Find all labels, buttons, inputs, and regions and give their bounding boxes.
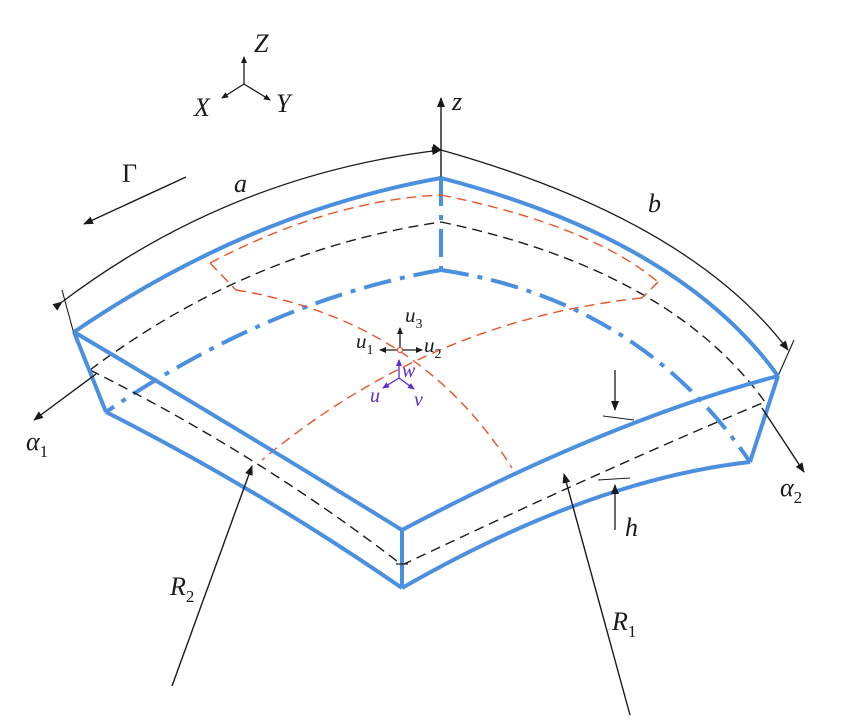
alpha1-label: α1: [26, 427, 48, 461]
front-edge-right: [401, 374, 779, 532]
alpha2-axis: α2: [761, 407, 805, 507]
alpha1-axis: α1: [26, 373, 97, 461]
gamma-indicator: Γ: [83, 159, 187, 225]
gamma-label: Γ: [122, 159, 137, 188]
global-y-label: Y: [276, 89, 293, 118]
bottom-edge-right: [401, 460, 751, 590]
dimension-a: a: [52, 147, 442, 335]
top-edge-left: [72, 176, 442, 334]
global-axes: Z X Y: [193, 29, 293, 122]
radius-r1: R1: [562, 473, 636, 716]
r2-label: R2: [169, 572, 194, 606]
w-label: w: [402, 360, 416, 382]
u3-label: u3: [405, 303, 423, 332]
u-label: u: [370, 385, 380, 407]
arc-b-label: b: [648, 189, 661, 218]
displacement-triad-black: u1 u3 u2: [356, 303, 442, 362]
mid-surface: [89, 221, 766, 566]
global-x-axis: [221, 83, 245, 99]
v-label: v: [414, 389, 423, 411]
arc-a-label: a: [234, 169, 247, 198]
top-edge-right: [440, 176, 780, 378]
displacement-triad-blue: w u v: [370, 359, 423, 411]
u1-label: u1: [356, 329, 374, 358]
radius-r2: R2: [169, 465, 253, 687]
local-z-axis: z: [437, 87, 462, 178]
global-z-label: Z: [254, 29, 269, 58]
alpha2-label: α2: [780, 473, 802, 507]
front-edge-left: [72, 330, 404, 532]
thickness-dimension: h: [597, 370, 638, 542]
dimension-b: b: [431, 143, 795, 377]
global-x-label: X: [193, 93, 211, 122]
fiber-lines: [209, 194, 659, 469]
bottom-edge-left: [105, 410, 404, 590]
global-y-axis: [243, 83, 271, 101]
hidden-edges: [104, 178, 752, 464]
right-corner-edge: [748, 375, 780, 463]
thickness-label: h: [625, 513, 638, 542]
r1-label: R1: [611, 607, 636, 641]
u2-label: u2: [424, 333, 442, 362]
shell-outline: [72, 176, 780, 590]
left-corner-edge: [72, 331, 108, 413]
local-z-label: z: [451, 87, 462, 116]
